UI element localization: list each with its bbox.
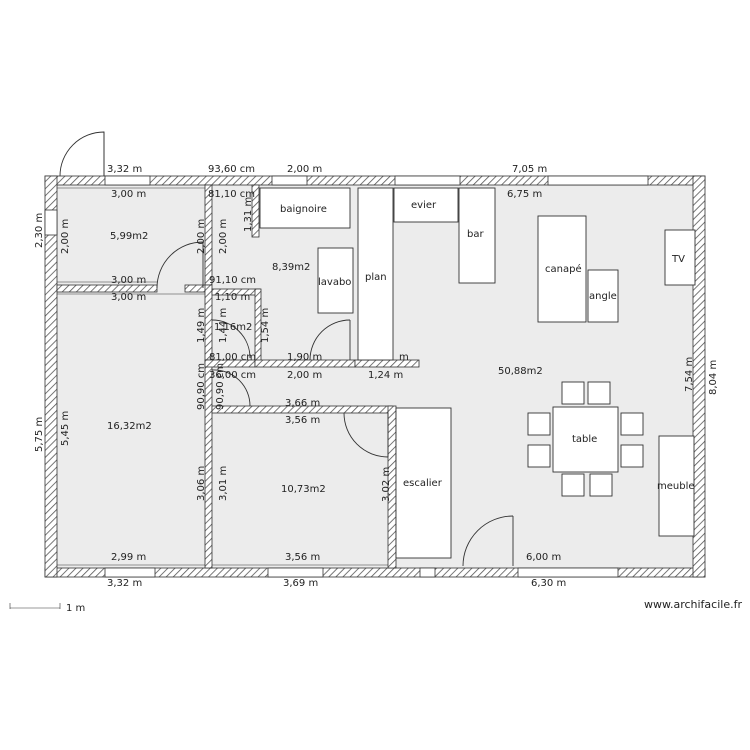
dim-ch3-w-top: 3,56 m	[285, 415, 320, 426]
dim-wc-h3: 1,54 m	[260, 308, 271, 343]
windows	[44, 175, 649, 578]
dim-ch2-ext-h: 5,75 m	[34, 417, 45, 452]
dim-wc-h2: 1,44 m	[218, 308, 229, 343]
room-area-wc: 1,16m2	[214, 322, 252, 333]
label-baignoire: baignoire	[280, 204, 327, 215]
dim-cm-9090a: 90,90 cm	[196, 363, 207, 410]
label-bar: bar	[467, 229, 484, 240]
dim-ch3-h3: 3,02 m	[381, 467, 392, 502]
dim-sdb-h1: 2,00 m	[196, 219, 207, 254]
label-evier: evier	[411, 200, 437, 211]
label-escalier: escalier	[403, 478, 443, 489]
label-meuble: meuble	[657, 481, 695, 492]
dim-ch1-ext-h: 2,30 m	[34, 213, 45, 248]
room-area-ch1: 5,99m2	[110, 231, 148, 242]
label-lavabo: lavabo	[318, 277, 351, 288]
dim-ch3-w-bottom: 3,56 m	[285, 552, 320, 563]
dim-top-ext-mid: 2,00 m	[287, 164, 322, 175]
dim-wc-w-top: 1,10 m	[215, 292, 250, 303]
label-plan: plan	[365, 272, 387, 283]
label-table: table	[572, 434, 597, 445]
dim-wc-h1: 1,49 m	[196, 308, 207, 343]
bathtub	[259, 187, 351, 229]
dim-sdb-door-h: 1,31 m	[243, 197, 254, 232]
dim-top-ext-left: 3,32 m	[107, 164, 142, 175]
interior-walls	[56, 184, 420, 569]
scale-label: 1 m	[66, 603, 85, 614]
dim-sejour-ext-h: 8,04 m	[708, 360, 719, 395]
dim-bottom-ext-right: 6,30 m	[531, 578, 566, 589]
dim-sdb-w-bottom: 1,90 m	[287, 352, 322, 363]
dim-ch2-w-bottom: 2,99 m	[111, 552, 146, 563]
dim-ext-2-00: 2,00 m	[287, 370, 322, 381]
label-angle: angle	[589, 291, 617, 302]
sofa-corner	[587, 269, 619, 323]
dim-ch2-w-top: 3,00 m	[111, 292, 146, 303]
dim-m-unit: m	[399, 352, 409, 363]
dim-ch3-h2: 3,01 m	[218, 466, 229, 501]
dim-ch3-w-ext: 3,66 m	[285, 398, 320, 409]
dim-ch1-h: 2,00 m	[60, 219, 71, 254]
worktop-plan	[357, 187, 394, 361]
dim-bottom-ext-mid: 3,69 m	[283, 578, 318, 589]
dim-cm-3600: 36,00 cm	[209, 370, 256, 381]
room-area-ch2: 16,32m2	[107, 421, 152, 432]
sink-unit	[317, 247, 354, 314]
dining-table	[552, 406, 619, 473]
dim-ch1-w-bottom: 3,00 m	[111, 275, 146, 286]
dim-cm-9110: 91,10 cm	[209, 275, 256, 286]
dim-sejour-w-top: 6,75 m	[507, 189, 542, 200]
label-tv: TV	[671, 254, 685, 265]
room-area-ch3: 10,73m2	[281, 484, 326, 495]
label-canape: canapé	[545, 263, 582, 275]
dim-cm-9090b: 90,90 cm	[215, 363, 226, 410]
dim-cm-8100: 81,00 cm	[209, 352, 256, 363]
room-area-sdb: 8,39m2	[272, 262, 310, 273]
dim-bottom-ext-left: 3,32 m	[107, 578, 142, 589]
dim-top-ext-right: 7,05 m	[512, 164, 547, 175]
dim-sejour-w-bottom: 6,00 m	[526, 552, 561, 563]
bar-counter	[458, 187, 496, 284]
doors	[59, 131, 514, 567]
credit-text: www.archifacile.fr	[643, 598, 742, 611]
dimension-lines	[9, 187, 388, 609]
exterior-walls	[44, 175, 706, 578]
dim-ch3-h1: 3,06 m	[196, 466, 207, 501]
dim-top-ext-cm: 93,60 cm	[208, 164, 255, 175]
tv-unit	[664, 229, 696, 286]
furniture	[259, 187, 696, 559]
room-area-sejour: 50,88m2	[498, 366, 543, 377]
cabinet-meuble	[658, 435, 695, 537]
dim-sdb-top-cm: 81,10 cm	[208, 189, 255, 200]
dim-sdb-h2: 2,00 m	[218, 219, 229, 254]
kitchen-sink	[393, 187, 459, 223]
staircase	[395, 407, 452, 559]
dim-ext-1-24: 1,24 m	[368, 370, 403, 381]
dim-sejour-h: 7,54 m	[684, 357, 695, 392]
dim-ch2-h: 5,45 m	[60, 411, 71, 446]
sofa	[537, 215, 587, 323]
dim-ch1-w-top: 3,00 m	[111, 189, 146, 200]
